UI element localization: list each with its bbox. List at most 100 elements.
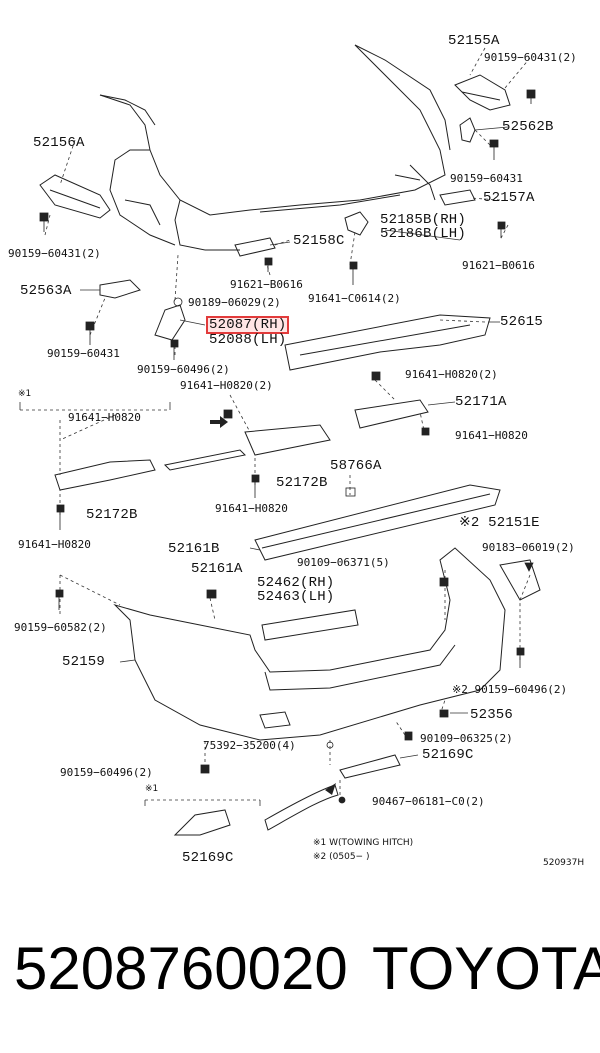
label-90159-60431-2-left: 90159−60431(2) xyxy=(8,247,101,260)
label-90159-60496-2-c: 90159−60496(2) xyxy=(60,766,153,779)
label-90109-06371: 90109−06371(5) xyxy=(297,556,390,569)
bolt-90159-60431-low xyxy=(85,321,95,345)
part-52151E xyxy=(499,559,541,601)
label-52563A: 52563A xyxy=(20,283,72,299)
footer: 5208760020 TOYOTA xyxy=(0,905,600,1053)
clip-90109-06325 xyxy=(404,731,413,741)
label-91641-C0614: 91641−C0614(2) xyxy=(308,292,401,305)
vehicle-body-outline xyxy=(99,44,451,251)
label-90189-06029: 90189−06029(2) xyxy=(188,296,281,309)
label-75392-35200: 75392−35200(4) xyxy=(203,739,296,752)
note-marker-1b: ※1 xyxy=(145,784,159,794)
label-90159-60431-low: 90159−60431 xyxy=(47,347,120,360)
label-90159-60431-mid: 90159−60431 xyxy=(450,172,523,185)
arrow-indicator-b xyxy=(325,783,336,795)
note-production-date: ※2 (0505− ) xyxy=(313,852,370,862)
part-52159 xyxy=(113,547,506,741)
label-52172B-left: 52172B xyxy=(86,507,138,523)
label-52186B: 52186B(LH) xyxy=(380,226,467,242)
label-91621-B0616-right: 91621−B0616 xyxy=(462,259,535,272)
label-52171A: 52171A xyxy=(455,394,507,410)
label-52159: 52159 xyxy=(62,654,106,670)
bolt-90159-60582 xyxy=(55,589,64,610)
label-52087-highlighted: 52087(RH) xyxy=(205,316,290,334)
clip-58766A xyxy=(345,487,356,497)
diagram-drawing xyxy=(19,44,541,836)
note-marker-1a: ※1 xyxy=(18,389,32,399)
bolt-90159-60431-top xyxy=(526,89,536,104)
part-hitch-cover xyxy=(264,784,339,831)
bolt-91641-H0820-d xyxy=(56,504,65,530)
label-91621-B0616-left: 91621−B0616 xyxy=(230,278,303,291)
clip-52161A xyxy=(206,589,217,599)
part-52185B xyxy=(344,211,369,236)
arrow-indicator-a xyxy=(210,416,228,428)
label-52158C: 52158C xyxy=(293,233,345,249)
label-52185B: 52185B(RH) xyxy=(380,212,467,228)
bolt-91641-C0614 xyxy=(349,261,358,285)
bolt-91641-H0820-c xyxy=(421,427,430,436)
label-90183-06019: 90183−06019(2) xyxy=(482,541,575,554)
label-52462: 52462(RH) xyxy=(257,575,335,591)
label-52169C-right: 52169C xyxy=(422,747,474,763)
part-52462 xyxy=(261,609,359,641)
bolt-90159-60496-b xyxy=(516,647,525,668)
label-52615: 52615 xyxy=(500,314,544,330)
label-91641-H0820-a: 91641−H0820 xyxy=(68,411,141,424)
part-52155A xyxy=(454,74,511,111)
part-52169C-left xyxy=(173,809,231,836)
part-52562B xyxy=(459,117,476,143)
label-52151E: ※2 52151E xyxy=(459,515,540,531)
clip-52356 xyxy=(439,709,449,718)
clip-91621-B0616-right xyxy=(497,221,506,238)
parts-diagram: 52155A 90159−60431(2) 52562B 52156A 9015… xyxy=(8,33,585,868)
label-52562B: 52562B xyxy=(502,119,554,135)
label-90159-60496-2-a: 90159−60496(2) xyxy=(137,363,230,376)
diagram-reference-code: 520937H xyxy=(543,858,585,868)
bolt-90159-60431-mid xyxy=(489,139,499,160)
bolt-90183-06019 xyxy=(524,562,534,572)
brand-name: TOYOTA xyxy=(372,935,600,1002)
bolt-91641-H0820-a xyxy=(371,371,381,381)
label-90159-60582: 90159−60582(2) xyxy=(14,621,107,634)
label-52156A: 52156A xyxy=(33,135,85,151)
clip-75392-35200 xyxy=(326,741,334,749)
label-91641-H0820-c: 91641−H0820 xyxy=(215,502,288,515)
label-90159-60496-2-b: ※2 90159−60496(2) xyxy=(452,683,568,696)
part-number: 5208760020 xyxy=(14,935,348,1002)
part-52161B xyxy=(254,484,501,561)
part-52172B-left xyxy=(54,459,156,491)
label-52157A: 52157A xyxy=(483,190,535,206)
part-52169C-right xyxy=(339,754,401,779)
label-91641-H0820-d: 91641−H0820 xyxy=(18,538,91,551)
bolt-91641-H0820-b xyxy=(223,409,233,419)
clip-91621-B0616-left xyxy=(264,257,273,272)
label-90159-60431-2-top: 90159−60431(2) xyxy=(484,51,577,64)
label-58766A: 58766A xyxy=(330,458,382,474)
label-52161A: 52161A xyxy=(191,561,243,577)
label-91641-H0820-2-mid: 91641−H0820(2) xyxy=(180,379,273,392)
note-towing-hitch: ※1 W(TOWING HITCH) xyxy=(313,838,414,848)
bolt-90159-60496-c xyxy=(200,764,210,774)
label-90109-06325: 90109−06325(2) xyxy=(420,732,513,745)
label-90467-06181: 90467−06181−C0(2) xyxy=(372,795,485,808)
part-52157A xyxy=(439,189,476,206)
part-52172B-centre xyxy=(163,424,331,471)
label-52088: 52088(LH) xyxy=(209,332,287,348)
label-91641-H0820-2-right: 91641−H0820(2) xyxy=(405,368,498,381)
bolt-90109-06371 xyxy=(439,577,449,587)
part-52615 xyxy=(284,314,491,371)
part-52563A xyxy=(99,279,141,299)
label-52169C-left: 52169C xyxy=(182,850,234,866)
label-52161B: 52161B xyxy=(168,541,220,557)
label-91641-H0820-b: 91641−H0820 xyxy=(455,429,528,442)
bolt-90159-60496-a xyxy=(170,339,179,360)
part-52158C xyxy=(234,237,276,257)
bolt-90189-06029 xyxy=(173,297,183,307)
part-52171A xyxy=(354,399,429,429)
bolt-91641-H0820-e xyxy=(251,474,260,498)
label-52463: 52463(LH) xyxy=(257,589,335,605)
part-52156A xyxy=(39,174,111,219)
label-52155A: 52155A xyxy=(448,33,500,49)
bolt-90159-60431-left xyxy=(39,212,49,232)
